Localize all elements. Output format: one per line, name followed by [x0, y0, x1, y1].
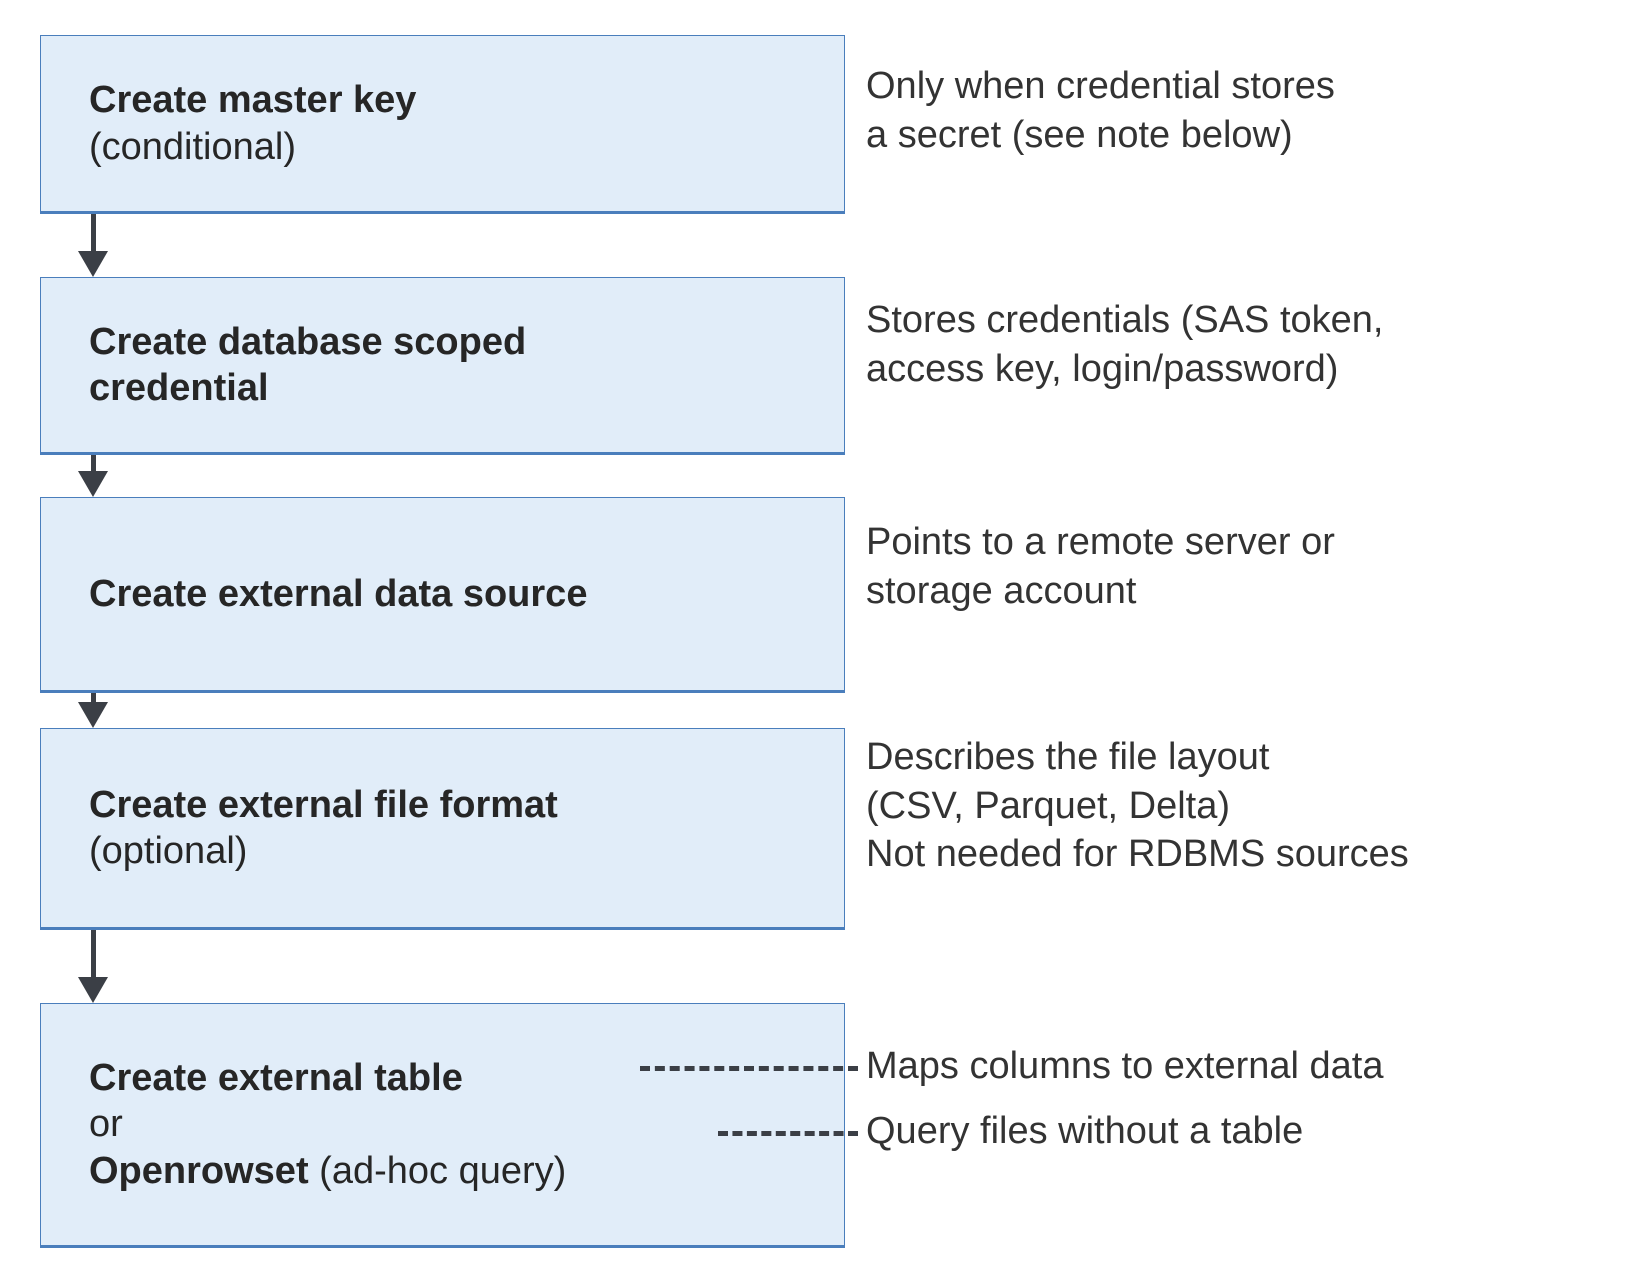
step-title-scoped-credential: Create database scoped credential: [89, 320, 527, 409]
step-box-external-file-format: Create external file format (optional): [40, 728, 845, 930]
note-openrowset: Query files without a table: [866, 1110, 1304, 1152]
arrow-shaft: [91, 455, 96, 475]
openrowset-suffix: (ad-hoc query): [308, 1149, 567, 1192]
note-external-file-format: Describes the file layout (CSV, Parquet,…: [866, 736, 1409, 876]
step-title-external-data-source: Create external data source: [89, 572, 588, 615]
step-title-external-table: Create external table: [89, 1056, 463, 1099]
note-master-key: Only when credential stores a secret (se…: [866, 65, 1335, 156]
arrow-shaft: [91, 693, 96, 707]
step-box-scoped-credential: Create database scoped credential: [40, 277, 845, 455]
step-box-external-data-source: Create external data source: [40, 497, 845, 693]
step-title-external-file-format: Create external file format: [89, 783, 558, 826]
step-subtitle-external-file-format: (optional): [89, 830, 248, 872]
dashed-connector-openrowset: [718, 1131, 858, 1136]
step-subtitle-master-key: (conditional): [89, 125, 296, 168]
arrow-down-2: [78, 455, 108, 497]
arrow-head: [78, 977, 108, 1003]
arrow-head: [78, 471, 108, 497]
dashed-connector-external-table: [640, 1066, 858, 1071]
step-title-master-key: Create master key: [89, 79, 417, 122]
step-box-external-table: Create external table or Openrowset (ad-…: [40, 1003, 845, 1248]
step-or-label: or: [89, 1103, 123, 1146]
arrow-head: [78, 702, 108, 728]
arrow-down-1: [78, 214, 108, 277]
arrow-down-4: [78, 930, 108, 1003]
step-title-openrowset: Openrowset (ad-hoc query): [41, 1148, 844, 1194]
note-scoped-credential: Stores credentials (SAS token, access ke…: [866, 299, 1384, 390]
arrow-shaft: [91, 930, 96, 978]
openrowset-label: Openrowset: [89, 1149, 309, 1192]
note-external-data-source: Points to a remote server or storage acc…: [866, 521, 1335, 612]
arrow-down-3: [78, 693, 108, 728]
arrow-shaft: [91, 214, 96, 254]
step-box-master-key: Create master key (conditional): [40, 35, 845, 214]
arrow-head: [78, 251, 108, 277]
note-external-table: Maps columns to external data: [866, 1045, 1384, 1087]
